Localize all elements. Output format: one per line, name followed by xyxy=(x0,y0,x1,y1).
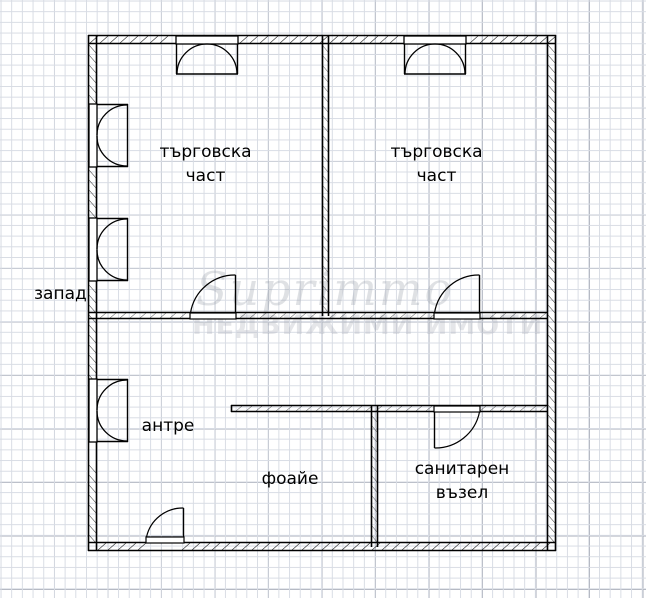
door-bottom-hallway xyxy=(145,507,185,544)
room-label-bathroom: санитарен възел xyxy=(414,459,510,504)
interior-wall-shop-divider-hatching xyxy=(322,45,329,313)
interior-wall-bathroom-divider-hatching xyxy=(371,415,378,543)
door-west-hallway xyxy=(88,378,129,443)
interior-wall-foyer-top-hatching xyxy=(235,405,547,412)
interior-wall-shop-divider xyxy=(321,36,330,316)
interior-wall-bathroom-divider xyxy=(370,406,379,547)
door-top-left xyxy=(175,35,239,75)
room-label-shop-left: търговска част xyxy=(159,142,252,187)
room-label-shop-right: търговска част xyxy=(390,142,483,187)
room-label-foyer: фоайе xyxy=(261,469,319,489)
door-bathroom xyxy=(433,405,481,449)
interior-wall-foyer-top xyxy=(230,404,548,413)
direction-label-west: запад xyxy=(34,284,87,304)
door-top-right xyxy=(403,35,467,75)
interior-wall-main-horizontal-hatching xyxy=(99,312,547,319)
door-west-upper xyxy=(88,103,129,168)
door-middle-right xyxy=(433,274,481,320)
door-west-lower xyxy=(88,217,129,282)
door-middle-left xyxy=(189,274,237,320)
room-label-hallway: антре xyxy=(141,416,195,436)
